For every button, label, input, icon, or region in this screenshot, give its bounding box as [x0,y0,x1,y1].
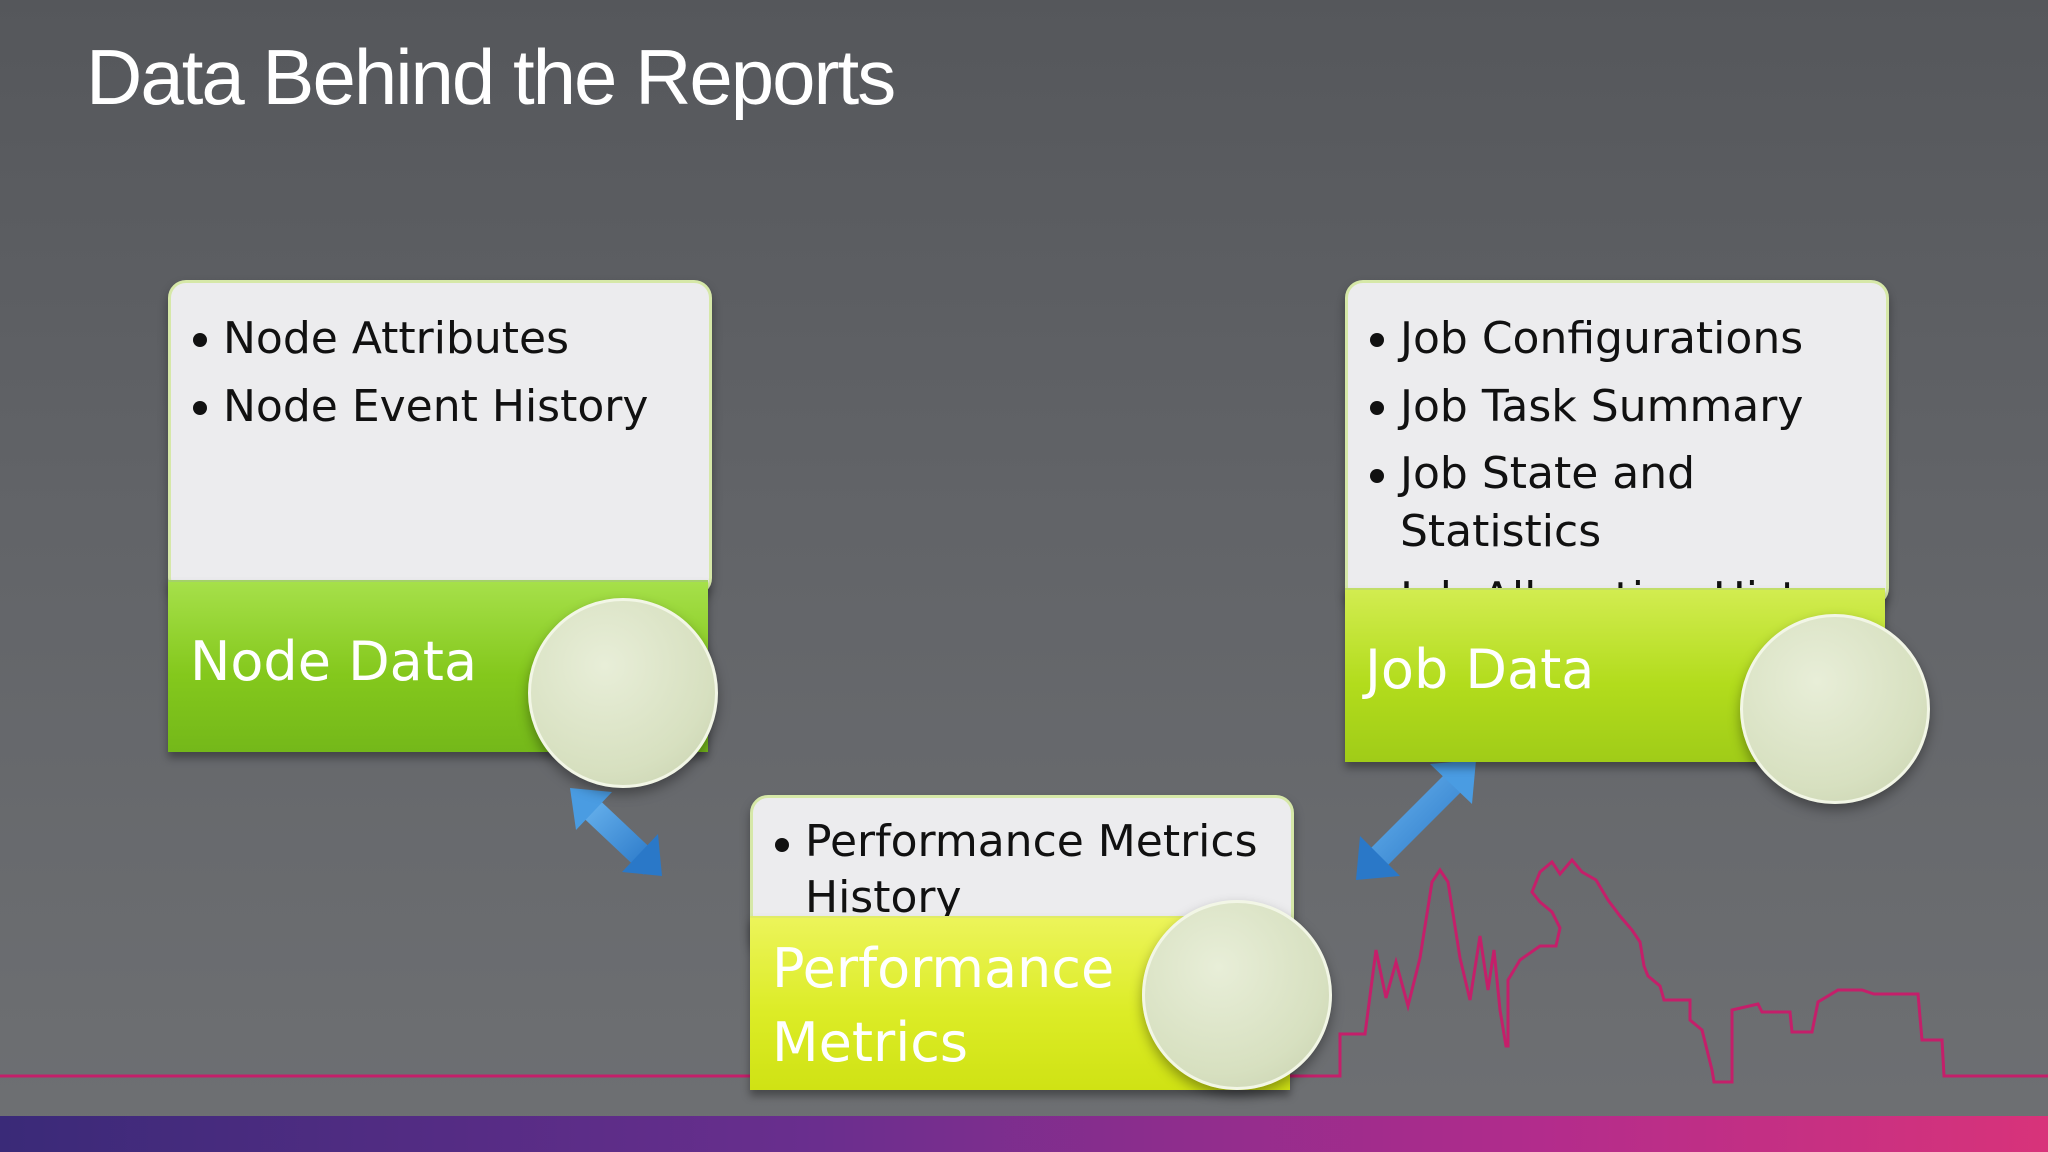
node-data-label: Node Data [190,630,478,693]
job-data-circle [1740,614,1930,804]
bottom-gradient-bar [0,1116,2048,1152]
list-item: Job Task Summary [1364,377,1886,437]
node-data-card: Node Attributes Node Event History [168,280,712,596]
performance-metrics-label: Performance Metrics [772,937,1115,1074]
list-item: Performance Metrics History [769,814,1291,926]
list-item: Node Attributes [187,309,709,369]
list-item: Job Configurations [1364,309,1886,369]
node-data-list: Node Attributes Node Event History [171,283,709,437]
slide-title: Data Behind the Reports [86,33,896,121]
list-item: Node Event History [187,377,709,437]
job-data-label: Job Data [1365,638,1595,701]
performance-metrics-circle [1142,900,1332,1090]
right-double-arrow-icon [1356,760,1476,880]
performance-metrics-list: Performance Metrics History [753,798,1291,926]
job-data-card: Job Configurations Job Task Summary Job … [1345,280,1889,606]
node-data-circle [528,598,718,788]
job-data-list: Job Configurations Job Task Summary Job … [1348,283,1886,603]
list-item: Job State and Statistics [1364,445,1730,561]
skyline-line [0,857,2048,1084]
left-double-arrow-icon [570,788,662,876]
